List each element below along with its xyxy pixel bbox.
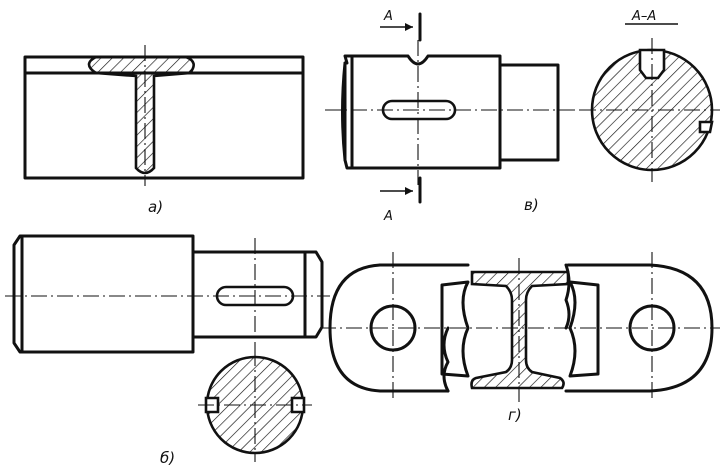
i-beam-hatched-section xyxy=(470,270,570,390)
section-title: А–А xyxy=(631,9,656,24)
figure-b-shaft xyxy=(5,234,330,354)
figure-b-label: б) xyxy=(160,449,175,467)
figure-a-plate xyxy=(23,45,305,186)
figure-v-shaft xyxy=(325,12,580,204)
figure-g-link xyxy=(320,252,720,402)
section-mark-top: А xyxy=(383,9,393,24)
figure-g-label: г) xyxy=(508,406,522,424)
figure-b-section-circle xyxy=(198,350,312,462)
figure-v-label: в) xyxy=(524,196,539,214)
section-mark-bottom: А xyxy=(383,209,393,224)
figure-a-label: а) xyxy=(148,198,163,216)
section-a-a-circle xyxy=(580,23,720,182)
t-slot-hatched-section xyxy=(87,55,195,175)
